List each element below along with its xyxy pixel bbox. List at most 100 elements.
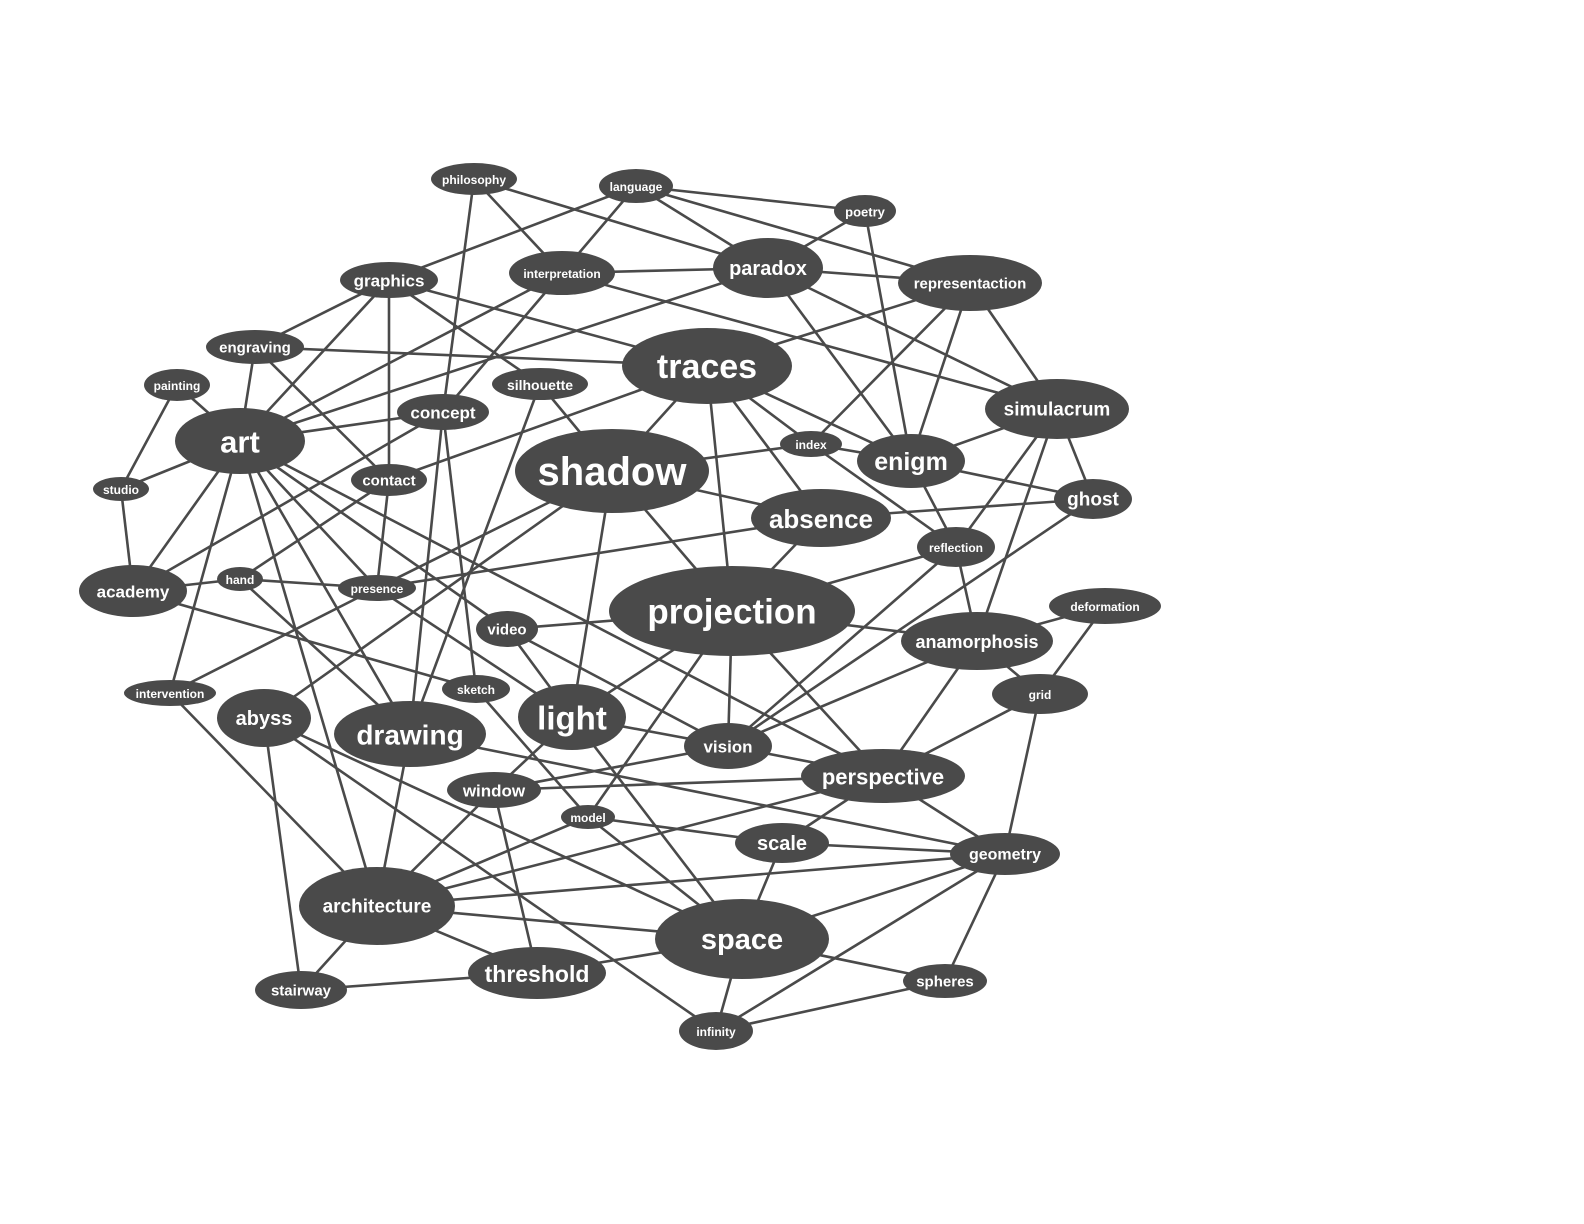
nodes-layer: philosophy language poetry graphics interpre… [79,163,1161,1050]
node-architecture[interactable]: architecture [299,867,455,945]
edge-academy-sketch [132,589,477,691]
node-projection[interactable]: projection [609,566,855,656]
edge-interpretation-art [239,271,563,443]
node-ellipse [655,899,829,979]
node-label: architecture [323,897,432,918]
node-language[interactable]: language [599,169,673,203]
edge-infinity-spheres [715,979,946,1033]
node-light[interactable]: light [518,684,626,750]
node-concept[interactable]: concept [397,394,489,430]
node-grid[interactable]: grid [992,674,1088,714]
node-paradox[interactable]: paradox [713,238,823,298]
node-label: stairway [271,983,332,1000]
node-label: index [795,438,827,452]
node-drawing[interactable]: drawing [334,701,486,767]
edge-simulacrum-anamorphosis [975,408,1059,642]
node-painting[interactable]: painting [144,369,210,401]
node-simulacrum[interactable]: simulacrum [985,379,1129,439]
node-hand[interactable]: hand [217,567,263,591]
node-ellipse [917,527,995,567]
node-ghost[interactable]: ghost [1054,479,1132,519]
node-deformation[interactable]: deformation [1049,588,1161,624]
node-ellipse [431,163,517,195]
node-representaction[interactable]: representaction [898,255,1042,311]
node-academy[interactable]: academy [79,565,187,617]
node-label: philosophy [442,173,506,187]
node-silhouette[interactable]: silhouette [492,368,588,400]
node-studio[interactable]: studio [93,477,149,501]
node-ellipse [834,195,896,227]
node-anamorphosis[interactable]: anamorphosis [901,612,1053,670]
node-label: geometry [969,847,1041,864]
node-geometry[interactable]: geometry [950,833,1060,875]
edge-art-video [239,439,508,631]
node-label: interpretation [523,267,600,281]
node-label: painting [154,379,201,393]
node-index[interactable]: index [780,431,842,457]
node-perspective[interactable]: perspective [801,749,965,803]
node-video[interactable]: video [476,611,538,647]
edge-abyss-space [263,716,743,941]
edge-video-vision [506,627,729,748]
node-enigm[interactable]: enigm [857,434,965,488]
node-label: threshold [485,961,590,987]
node-vision[interactable]: vision [684,723,772,769]
node-absence[interactable]: absence [751,489,891,547]
node-spheres[interactable]: spheres [903,964,987,998]
edge-intervention-architecture [169,692,378,907]
node-window[interactable]: window [447,772,541,808]
node-traces[interactable]: traces [622,328,792,404]
node-model[interactable]: model [561,805,615,829]
node-contact[interactable]: contact [351,464,427,496]
node-space[interactable]: space [655,899,829,979]
node-ellipse [93,477,149,501]
edge-art-intervention [168,440,242,694]
node-ellipse [338,575,416,601]
node-label: enigm [874,448,948,476]
node-poetry[interactable]: poetry [834,195,896,227]
edge-ghost-vision [727,497,1094,748]
node-ellipse [397,394,489,430]
node-shadow[interactable]: shadow [515,429,709,513]
edge-paradox-enigm [766,267,913,462]
node-ellipse [901,612,1053,670]
edge-interpretation-concept [442,272,563,413]
node-ellipse [206,330,304,364]
node-abyss[interactable]: abyss [217,689,311,747]
node-engraving[interactable]: engraving [206,330,304,364]
node-threshold[interactable]: threshold [468,947,606,999]
node-label: model [570,811,605,825]
node-label: deformation [1070,600,1139,614]
node-label: drawing [356,720,463,751]
node-infinity[interactable]: infinity [679,1012,753,1050]
node-label: poetry [845,205,886,220]
node-philosophy[interactable]: philosophy [431,163,517,195]
node-presence[interactable]: presence [338,575,416,601]
node-art[interactable]: art [175,408,305,474]
edge-window-threshold [492,789,539,974]
node-ellipse [509,251,615,295]
node-ellipse [492,368,588,400]
node-label: infinity [696,1025,736,1039]
node-graphics[interactable]: graphics [340,262,438,298]
node-label: contact [362,473,415,490]
edge-art-drawing [238,440,412,735]
node-stairway[interactable]: stairway [255,971,347,1009]
node-interpretation[interactable]: interpretation [509,251,615,295]
node-reflection[interactable]: reflection [917,527,995,567]
node-label: ghost [1067,490,1119,511]
edge-painting-studio [119,384,179,490]
node-ellipse [1054,479,1132,519]
node-label: paradox [729,258,807,280]
node-scale[interactable]: scale [735,823,829,863]
edge-representaction-enigm [909,282,972,462]
edge-sketch-model [475,688,589,818]
node-label: presence [351,582,404,596]
node-sketch[interactable]: sketch [442,675,510,703]
edge-contact-presence [375,479,391,589]
node-intervention[interactable]: intervention [124,680,216,706]
edge-absence-presence [376,516,822,590]
edge-language-poetry [635,184,866,213]
node-ellipse [468,947,606,999]
